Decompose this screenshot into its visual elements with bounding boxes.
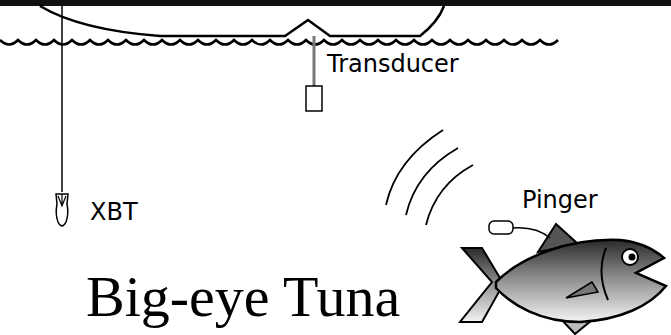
part-label: XBT: [90, 200, 138, 224]
xbt-fins: [58, 194, 66, 206]
pinger-cable: [512, 228, 550, 238]
fish-eye: [622, 249, 638, 265]
species-label: Big-eye Tuna: [86, 268, 400, 326]
xbt-probe: [56, 194, 68, 226]
water-surface: [0, 40, 558, 45]
transducer-symbol: [306, 86, 322, 111]
sound-wave: [426, 165, 473, 225]
part-label: Transducer: [327, 52, 459, 76]
xbt-wire: [61, 6, 63, 192]
top-band: [0, 0, 671, 6]
sound-wave: [386, 130, 443, 205]
ship-hull: [40, 6, 444, 36]
transducer-pole: [313, 36, 316, 86]
pectoral-fin: [566, 282, 598, 298]
part-label: Pinger: [522, 188, 598, 212]
fish-tail: [460, 248, 500, 322]
pinger-symbol: [489, 221, 513, 234]
gill-line: [601, 248, 608, 300]
fish-pupil: [629, 254, 636, 261]
tuna-body: [496, 240, 666, 322]
